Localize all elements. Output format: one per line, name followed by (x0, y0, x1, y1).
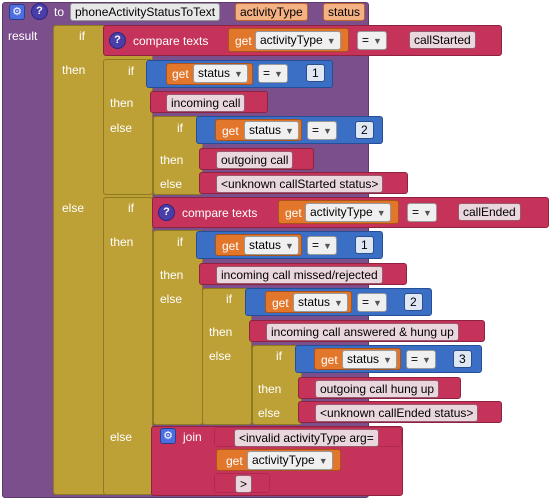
variable-dropdown-status[interactable]: status▼ (244, 121, 299, 140)
if-block-ended-2[interactable] (202, 288, 252, 425)
number-3[interactable]: 3 (453, 350, 472, 368)
if-block-ended[interactable] (103, 197, 153, 495)
compare-operator-dropdown[interactable]: =▼ (406, 350, 436, 369)
then-label: then (209, 325, 233, 339)
variable-dropdown-activitytype[interactable]: activityType▼ (255, 31, 341, 50)
string-outgoing-call[interactable]: outgoing call (216, 151, 294, 169)
gear-icon[interactable]: ⚙ (160, 428, 176, 444)
get-label: get (321, 353, 338, 367)
variable-dropdown-status[interactable]: status▼ (244, 236, 299, 255)
procedure-name-field[interactable]: phoneActivityStatusToText (70, 3, 221, 21)
then-label: then (110, 235, 134, 249)
string-answered-hung-up[interactable]: incoming call answered & hung up (266, 323, 459, 341)
else-label: else (258, 406, 281, 420)
string-outgoing-hung-up[interactable]: outgoing call hung up (315, 380, 440, 398)
string-unknown-callstarted[interactable]: <unknown callStarted status> (216, 175, 384, 193)
else-label-outer: else (62, 201, 85, 215)
then-label-outer: then (62, 63, 86, 77)
param-status[interactable]: status (323, 3, 366, 21)
if-label-outer: if (79, 29, 85, 43)
number-1[interactable]: 1 (306, 64, 325, 82)
compare-operator-dropdown[interactable]: =▼ (258, 64, 288, 83)
if-block-ended-3[interactable] (252, 345, 302, 425)
variable-dropdown-status[interactable]: status▼ (293, 293, 348, 312)
if-label: if (177, 121, 183, 135)
compare-operator-dropdown[interactable]: =▼ (307, 236, 337, 255)
if-label: if (276, 349, 282, 363)
help-icon[interactable]: ? (31, 3, 48, 20)
procedure-to-label: to (54, 5, 65, 19)
get-label: get (272, 296, 289, 310)
variable-dropdown-activitytype[interactable]: activityType▼ (305, 203, 391, 222)
if-block-started-2[interactable] (153, 116, 203, 195)
compare-operator-dropdown[interactable]: =▼ (307, 121, 337, 140)
compare-texts-label: compare texts (182, 206, 258, 220)
if-block-started[interactable] (103, 59, 153, 195)
if-label: if (128, 201, 134, 215)
else-label: else (160, 292, 183, 306)
help-icon[interactable]: ? (109, 32, 126, 49)
help-icon[interactable]: ? (158, 204, 175, 221)
if-label: if (177, 235, 183, 249)
variable-dropdown-status[interactable]: status▼ (193, 64, 248, 83)
number-2[interactable]: 2 (355, 121, 374, 139)
variable-dropdown-activitytype[interactable]: activityType▼ (247, 451, 333, 470)
param-activitytype[interactable]: activityType (235, 3, 308, 21)
get-label: get (235, 34, 252, 48)
else-label: else (209, 349, 232, 363)
get-label: get (285, 206, 302, 220)
then-label: then (258, 382, 282, 396)
if-label: if (226, 292, 232, 306)
then-label: then (160, 153, 184, 167)
variable-dropdown-status[interactable]: status▼ (342, 350, 397, 369)
compare-operator-dropdown[interactable]: =▼ (357, 31, 387, 50)
else-label: else (160, 177, 183, 191)
join-label: join (183, 430, 202, 444)
string-missed-rejected[interactable]: incoming call missed/rejected (216, 266, 383, 284)
compare-operator-dropdown[interactable]: =▼ (407, 203, 437, 222)
gear-icon[interactable]: ⚙ (9, 4, 25, 20)
get-label: get (222, 239, 239, 253)
if-label: if (128, 64, 134, 78)
compare-operator-dropdown[interactable]: =▼ (357, 293, 387, 312)
string-unknown-callended[interactable]: <unknown callEnded status> (315, 404, 479, 422)
get-label: get (226, 454, 243, 468)
compare-texts-label: compare texts (133, 34, 209, 48)
string-incoming-call[interactable]: incoming call (166, 94, 246, 112)
string-callended[interactable]: callEnded (458, 203, 521, 221)
if-block-ended-1[interactable] (153, 230, 203, 425)
then-label: then (160, 268, 184, 282)
else-label: else (110, 430, 133, 444)
number-2[interactable]: 2 (404, 293, 423, 311)
string-close-bracket[interactable]: > (235, 475, 253, 493)
get-label: get (172, 67, 189, 81)
else-label: else (110, 121, 133, 135)
then-label: then (110, 96, 134, 110)
string-callstarted[interactable]: callStarted (409, 31, 476, 49)
get-label: get (222, 124, 239, 138)
result-label: result (8, 29, 38, 43)
number-1[interactable]: 1 (355, 236, 374, 254)
string-invalid-activitytype[interactable]: <invalid activityType arg= (234, 429, 379, 447)
